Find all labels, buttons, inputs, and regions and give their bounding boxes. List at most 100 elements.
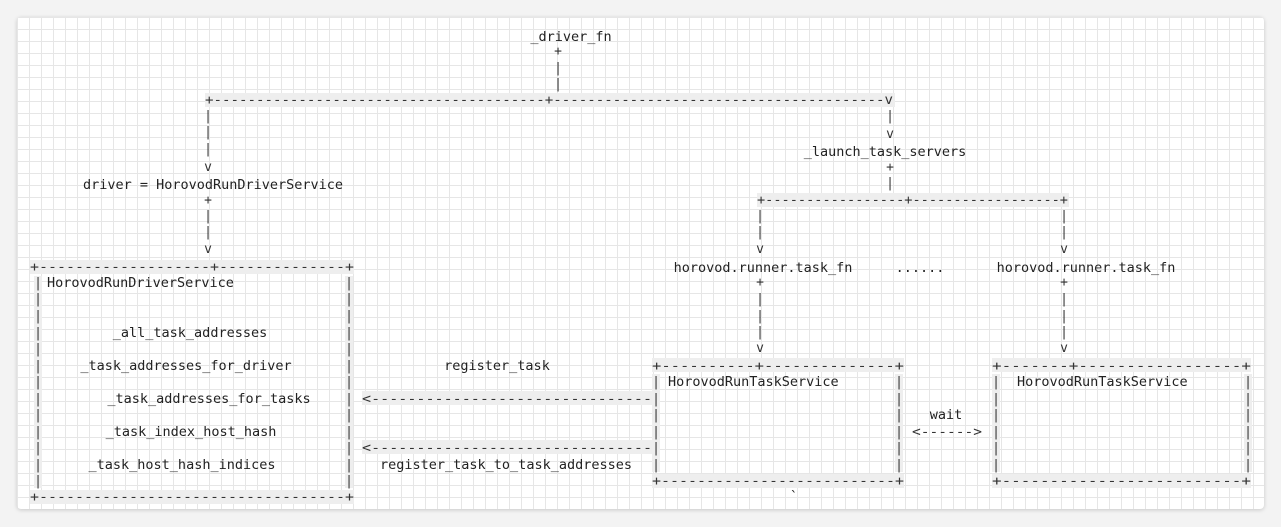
label-ellipsis: ...... <box>896 260 945 276</box>
label-backtick: ` <box>790 489 798 505</box>
connector-segment: | <box>34 425 42 440</box>
connector-segment: | <box>204 125 212 140</box>
field-task-addresses-for-tasks: _task_addresses_for_tasks <box>107 391 310 407</box>
connector-segment: | <box>1060 209 1068 224</box>
connector-segment: | <box>1244 375 1252 390</box>
connector-segment: | <box>992 375 1000 390</box>
field-task-index-host-hash: _task_index_host_hash <box>106 424 277 440</box>
connector-segment: | <box>34 309 42 324</box>
connector-segment: | <box>554 61 562 76</box>
connector-segment: | <box>34 276 42 291</box>
arrow-wait: <------> <box>912 425 982 440</box>
connector-arrowhead: v <box>1060 242 1068 257</box>
connector-segment: | <box>756 292 764 307</box>
connector-junction: + <box>1060 275 1068 290</box>
connector-segment: | <box>204 209 212 224</box>
arrow-register-to-addresses: <------------------------------- <box>362 441 652 456</box>
connector-segment: | <box>895 441 903 456</box>
task-box-left-top-border: +----------+--------------+ <box>652 359 904 374</box>
connector-segment: | <box>1244 458 1252 473</box>
connector-segment: | <box>345 276 353 291</box>
connector-segment: | <box>992 458 1000 473</box>
connector-segment: | <box>756 225 764 240</box>
connector-segment: | <box>345 392 353 407</box>
label-register-task-to-task-addresses: register_task_to_task_addresses <box>380 457 632 473</box>
diagram-labels: _driver_fn _launch_task_servers driver =… <box>47 29 1188 505</box>
connector-arrowhead: v <box>756 242 764 257</box>
label-register-task: register_task <box>444 358 550 374</box>
connector-segment: | <box>652 441 660 456</box>
connector-arrowhead: v <box>756 341 764 356</box>
connector-segment: | <box>756 309 764 324</box>
connector-segment: | <box>34 408 42 423</box>
connector-segment: | <box>34 375 42 390</box>
connector-arrowhead: v <box>204 242 212 257</box>
connector-segment: | <box>756 325 764 340</box>
connector-segment: | <box>756 209 764 224</box>
connector-junction: + <box>886 160 894 175</box>
connector-junction: + <box>554 44 562 59</box>
connector-segment: | <box>1244 392 1252 407</box>
connector-segment: | <box>345 359 353 374</box>
connector-segment: | <box>34 359 42 374</box>
connector-segment: | <box>345 474 353 489</box>
right-bus-line: +-----------------+------------------+ <box>757 193 1068 208</box>
connector-segment: | <box>652 408 660 423</box>
connector-segment: | <box>992 425 1000 440</box>
connector-segment: | <box>652 392 660 407</box>
connector-segment: | <box>895 392 903 407</box>
connector-segment: | <box>204 142 212 157</box>
connector-segment: | <box>895 408 903 423</box>
connector-segment: | <box>1060 292 1068 307</box>
connector-segment: | <box>652 425 660 440</box>
connector-segment: | <box>992 392 1000 407</box>
label-driver-fn: _driver_fn <box>530 29 611 45</box>
field-task-host-hash-indices: _task_host_hash_indices <box>89 457 276 473</box>
field-all-task-addresses: _all_task_addresses <box>113 325 267 341</box>
label-task-fn-left: horovod.runner.task_fn <box>674 260 853 276</box>
task-service-left-title: HorovodRunTaskService <box>668 374 839 390</box>
arrow-register-task: <------------------------------- <box>362 392 652 407</box>
connector-arrowhead: v <box>886 127 894 142</box>
connector-junction: + <box>756 275 764 290</box>
task-box-right-bottom-border: +-------------------------+ <box>992 474 1251 489</box>
task-box-right-top-border: +-------+-----------------+ <box>992 359 1251 374</box>
field-task-addresses-for-driver: _task_addresses_for_driver <box>80 358 291 374</box>
top-bus-line: +---------------------------------------… <box>205 93 893 108</box>
connector-segment: | <box>345 408 353 423</box>
connector-segment: | <box>345 309 353 324</box>
driver-box-title: HorovodRunDriverService <box>47 275 234 291</box>
connector-segment: | <box>895 375 903 390</box>
connector-segment: | <box>1060 325 1068 340</box>
connector-segment: | <box>345 441 353 456</box>
connector-segment: | <box>34 292 42 307</box>
connector-arrowhead: v <box>1060 341 1068 356</box>
connector-segment: | <box>895 425 903 440</box>
task-box-left-bottom-border: +--------------------------+ <box>652 474 904 489</box>
label-wait: wait <box>930 407 963 423</box>
connector-segment: | <box>34 458 42 473</box>
connector-segment: | <box>886 109 894 124</box>
connector-segment: | <box>345 326 353 341</box>
connector-arrowhead: v <box>204 160 212 175</box>
connector-segment: | <box>992 408 1000 423</box>
connector-segment: | <box>34 342 42 357</box>
connector-segment: | <box>652 458 660 473</box>
connector-segment: | <box>1244 408 1252 423</box>
ascii-vertical-lines: +|||||v|v+|+||v||v||v+|||v+|||v|||||||||… <box>34 44 1252 489</box>
connector-segment: | <box>895 458 903 473</box>
connector-segment: | <box>345 342 353 357</box>
connector-segment: | <box>1060 309 1068 324</box>
label-driver-assign: driver = HorovodRunDriverService <box>83 177 343 193</box>
connector-junction: + <box>204 193 212 208</box>
connector-segment: | <box>345 375 353 390</box>
connector-segment: | <box>554 77 562 92</box>
connector-segment: | <box>1060 225 1068 240</box>
connector-segment: | <box>1244 441 1252 456</box>
driver-box-top-border: +-------------------+--------------+ <box>30 260 354 275</box>
task-service-right-title: HorovodRunTaskService <box>1017 374 1188 390</box>
connector-segment: | <box>992 441 1000 456</box>
connector-segment: | <box>1244 425 1252 440</box>
connector-segment: | <box>886 176 894 191</box>
connector-segment: | <box>34 326 42 341</box>
